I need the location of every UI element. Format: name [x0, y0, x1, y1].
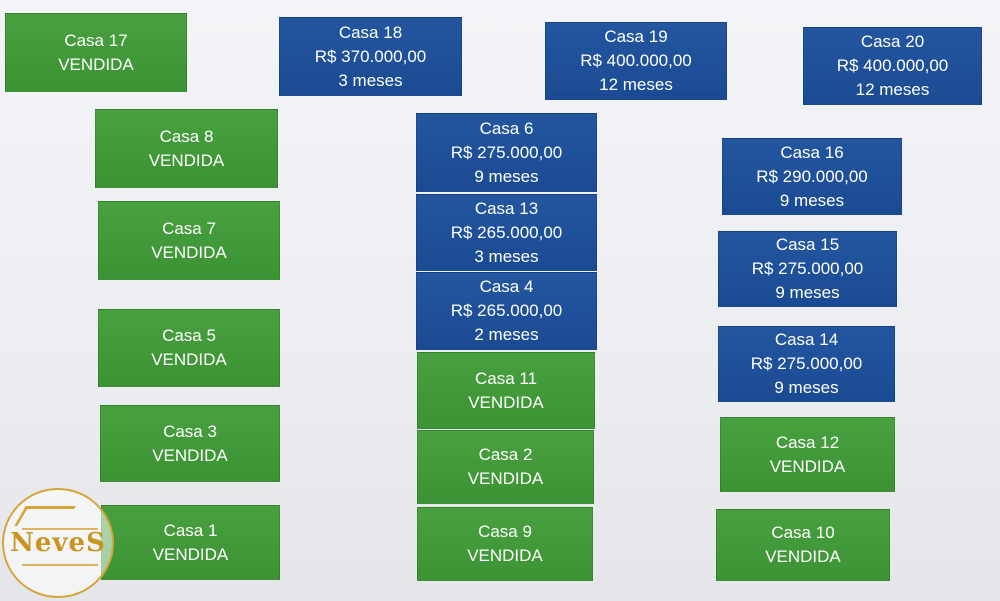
lot-status: VENDIDA [148, 150, 225, 170]
lot-price: R$ 400.000,00 [580, 51, 692, 70]
lot-casa-14: Casa 14 R$ 275.000,00 9 meses [718, 326, 895, 402]
lot-name: Casa 12 [775, 432, 840, 452]
lot-casa-6: Casa 6 R$ 275.000,00 9 meses [416, 113, 597, 192]
lot-term: 3 meses [474, 246, 539, 266]
lot-name: Casa 18 [338, 22, 403, 42]
lot-price: R$ 265.000,00 [450, 301, 563, 320]
lot-casa-16: Casa 16 R$ 290.000,00 9 meses [722, 138, 902, 215]
lot-name: Casa 7 [162, 218, 216, 238]
logo-text: NeveS [10, 528, 106, 558]
lot-price: R$ 275.000,00 [751, 259, 864, 278]
lot-term: 12 meses [855, 80, 930, 99]
lot-casa-19: Casa 19 R$ 400.000,00 12 meses [545, 22, 727, 100]
lot-status: VENDIDA [467, 546, 543, 565]
lot-name: Casa 13 [474, 198, 539, 218]
lot-name: Casa 4 [479, 277, 534, 296]
lot-casa-17: Casa 17 VENDIDA [5, 13, 187, 92]
lot-term: 9 meses [774, 378, 839, 397]
neves-logo: NeveS [2, 488, 114, 598]
lot-casa-13: Casa 13 R$ 265.000,00 3 meses [416, 194, 597, 271]
lot-status: VENDIDA [468, 392, 544, 412]
lot-status: VENDIDA [765, 547, 841, 566]
lot-name: Casa 17 [64, 30, 128, 50]
lot-casa-2: Casa 2 VENDIDA [417, 430, 594, 504]
lot-casa-10: Casa 10 VENDIDA [716, 509, 890, 581]
lot-name: Casa 8 [159, 126, 214, 146]
lot-name: Casa 10 [771, 523, 835, 542]
lot-name: Casa 11 [474, 368, 538, 388]
lot-status: VENDIDA [152, 544, 229, 564]
lot-name: Casa 3 [163, 421, 217, 441]
lot-name: Casa 14 [774, 330, 839, 349]
lot-casa-12: Casa 12 VENDIDA [720, 417, 895, 492]
lot-casa-20: Casa 20 R$ 400.000,00 12 meses [803, 27, 982, 105]
lot-name: Casa 1 [163, 520, 218, 540]
lot-status: VENDIDA [151, 242, 227, 262]
lot-casa-8: Casa 8 VENDIDA [95, 109, 278, 188]
lot-name: Casa 6 [479, 118, 534, 138]
lot-casa-3: Casa 3 VENDIDA [100, 405, 280, 482]
lot-price: R$ 370.000,00 [314, 46, 427, 66]
lot-term: 3 meses [338, 70, 403, 90]
lot-casa-11: Casa 11 VENDIDA [417, 352, 595, 429]
lot-term: 9 meses [474, 166, 539, 186]
lot-casa-1: Casa 1 VENDIDA [101, 505, 280, 580]
lot-name: Casa 19 [604, 27, 668, 46]
lot-name: Casa 16 [780, 142, 844, 162]
lot-name: Casa 15 [775, 235, 840, 254]
lot-name: Casa 9 [478, 522, 532, 541]
lot-status: VENDIDA [467, 469, 544, 488]
lot-term: 12 meses [599, 75, 673, 94]
lot-price: R$ 275.000,00 [750, 354, 863, 373]
lot-price: R$ 265.000,00 [450, 222, 563, 242]
lot-casa-7: Casa 7 VENDIDA [98, 201, 280, 280]
lot-term: 9 meses [775, 283, 840, 302]
lot-term: 2 meses [474, 325, 539, 344]
house-roof-icon [14, 506, 76, 526]
lot-term: 9 meses [779, 190, 845, 210]
lot-price: R$ 275.000,00 [450, 142, 563, 162]
lot-casa-4: Casa 4 R$ 265.000,00 2 meses [416, 272, 597, 350]
lot-price: R$ 400.000,00 [836, 56, 949, 75]
lot-name: Casa 20 [860, 32, 925, 51]
lot-name: Casa 5 [162, 326, 216, 345]
lot-status: VENDIDA [769, 456, 846, 476]
lot-status: VENDIDA [151, 350, 227, 369]
lot-casa-18: Casa 18 R$ 370.000,00 3 meses [279, 17, 462, 96]
lot-status: VENDIDA [58, 54, 134, 74]
lot-status: VENDIDA [152, 445, 228, 465]
lot-name: Casa 2 [478, 445, 533, 464]
lot-casa-15: Casa 15 R$ 275.000,00 9 meses [718, 231, 897, 307]
lot-casa-9: Casa 9 VENDIDA [417, 507, 593, 581]
lot-price: R$ 290.000,00 [756, 166, 868, 186]
lot-casa-5: Casa 5 VENDIDA [98, 309, 280, 387]
